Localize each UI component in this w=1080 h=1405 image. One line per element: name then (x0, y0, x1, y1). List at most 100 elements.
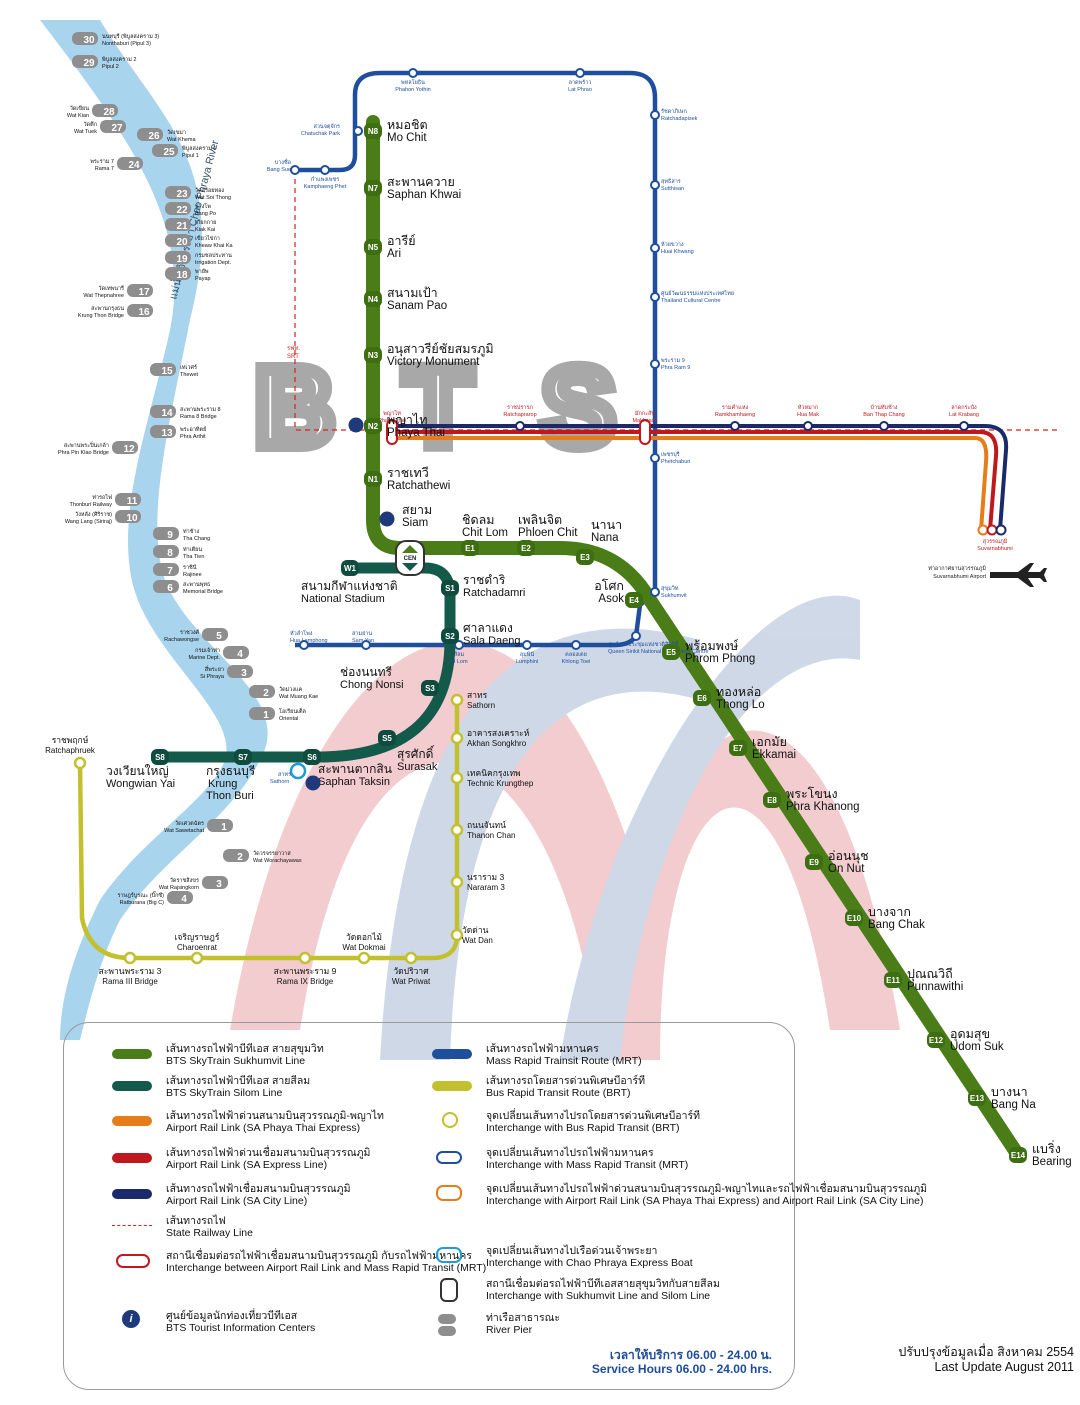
brt-station-4[interactable] (450, 875, 464, 889)
station-badge-n5[interactable] (364, 239, 382, 255)
brt-station-3[interactable] (450, 823, 464, 837)
station-badge-s6[interactable] (303, 749, 321, 765)
brt-station-5[interactable] (450, 928, 464, 942)
pier-badge-25[interactable] (202, 628, 228, 641)
pier-badge-7[interactable] (165, 186, 191, 199)
brt-station-6[interactable] (404, 951, 418, 965)
brt-station-0[interactable] (450, 693, 464, 707)
mrt-station-16[interactable] (361, 640, 371, 650)
mrt-station-0[interactable] (290, 165, 300, 175)
station-badge-e2[interactable] (517, 540, 535, 556)
brt-station-8[interactable] (298, 951, 312, 965)
mrt-station-11[interactable] (650, 587, 660, 597)
station-badge-e4[interactable] (625, 592, 643, 608)
mrt-station-7[interactable] (650, 243, 660, 253)
station-badge-n1[interactable] (364, 471, 382, 487)
pier-badge-18[interactable] (112, 441, 138, 454)
station-badge-s7[interactable] (234, 749, 252, 765)
mrt-station-5[interactable] (650, 110, 660, 120)
brt-station-7[interactable] (357, 951, 371, 965)
pier-badge-11[interactable] (165, 251, 191, 264)
station-badge-e6[interactable] (693, 690, 711, 706)
mrt-station-2[interactable] (353, 126, 363, 136)
pier-badge-10[interactable] (165, 234, 191, 247)
pier-badge-4[interactable] (137, 128, 163, 141)
pier-badge-29[interactable] (249, 707, 275, 720)
pier-badge-20[interactable] (115, 510, 141, 523)
mrt-station-9[interactable] (650, 359, 660, 369)
pier-badge-31[interactable] (223, 849, 249, 862)
brt-station-11[interactable] (73, 756, 87, 770)
station-badge-s3[interactable] (421, 680, 439, 696)
station-badge-e10[interactable] (845, 910, 863, 926)
pier-badge-30[interactable] (207, 819, 233, 832)
pier-badge-15[interactable] (150, 363, 176, 376)
arl-station-5[interactable] (879, 421, 889, 431)
station-badge-e1[interactable] (461, 540, 479, 556)
station-badge-e11[interactable] (884, 972, 902, 988)
pier-badge-28[interactable] (249, 685, 275, 698)
station-badge-n8[interactable] (364, 123, 382, 139)
station-badge-e12[interactable] (927, 1032, 945, 1048)
station-badge-e8[interactable] (763, 792, 781, 808)
pier-badge-27[interactable] (227, 665, 253, 678)
mrt-station-4[interactable] (575, 68, 585, 78)
mrt-station-15[interactable] (454, 640, 464, 650)
pier-badge-33[interactable] (167, 891, 193, 904)
brt-station-1[interactable] (450, 731, 464, 745)
brt-station-2[interactable] (450, 771, 464, 785)
station-badge-n3[interactable] (364, 347, 382, 363)
mrt-station-17[interactable] (299, 640, 309, 650)
pier-badge-9[interactable] (165, 218, 191, 231)
station-badge-s1[interactable] (441, 580, 459, 596)
arl-terminal-orange[interactable] (977, 524, 989, 536)
station-badge-n7[interactable] (364, 180, 382, 196)
pier-badge-23[interactable] (153, 563, 179, 576)
pier-badge-17[interactable] (150, 425, 176, 438)
brt-station-9[interactable] (190, 951, 204, 965)
pier-badge-3[interactable] (100, 120, 126, 133)
pier-badge-0[interactable] (72, 32, 98, 45)
station-badge-e13[interactable] (968, 1090, 986, 1106)
mrt-station-14[interactable] (522, 640, 532, 650)
brt-station-10[interactable] (123, 951, 137, 965)
station-badge-s8[interactable] (151, 749, 169, 765)
pier-badge-14[interactable] (127, 304, 153, 317)
pier-badge-12[interactable] (165, 267, 191, 280)
station-badge-w1[interactable] (341, 560, 359, 576)
arl-station-6[interactable] (959, 421, 969, 431)
station-badge-e14[interactable] (1009, 1147, 1027, 1163)
pier-badge-32[interactable] (202, 876, 228, 889)
station-badge-n4[interactable] (364, 291, 382, 307)
arl-terminal-navy[interactable] (995, 524, 1007, 536)
station-badge-e3[interactable] (576, 549, 594, 565)
station-badge-e5[interactable] (662, 644, 680, 660)
arl-terminal-red[interactable] (986, 524, 998, 536)
pier-badge-8[interactable] (165, 202, 191, 215)
station-badge-s5[interactable] (378, 730, 396, 746)
pier-badge-21[interactable] (153, 527, 179, 540)
pier-badge-5[interactable] (152, 144, 178, 157)
pier-badge-24[interactable] (153, 580, 179, 593)
arl-station-4[interactable] (803, 421, 813, 431)
mrt-station-8[interactable] (650, 292, 660, 302)
mrt-station-12[interactable] (631, 631, 641, 641)
station-badge-n2[interactable] (364, 418, 382, 434)
mrt-station-10[interactable] (650, 453, 660, 463)
pier-badge-13[interactable] (127, 284, 153, 297)
mrt-station-1[interactable] (320, 165, 330, 175)
pier-badge-19[interactable] (115, 493, 141, 506)
arl-station-3[interactable] (730, 421, 740, 431)
pier-badge-6[interactable] (117, 157, 143, 170)
pier-badge-26[interactable] (223, 646, 249, 659)
arl-interchange-0[interactable] (386, 419, 398, 445)
mrt-station-6[interactable] (650, 180, 660, 190)
pier-badge-22[interactable] (153, 545, 179, 558)
pier-badge-16[interactable] (150, 405, 176, 418)
station-badge-e9[interactable] (805, 854, 823, 870)
mrt-station-13[interactable] (571, 640, 581, 650)
station-badge-e7[interactable] (729, 740, 747, 756)
mrt-station-3[interactable] (408, 68, 418, 78)
pier-badge-1[interactable] (72, 55, 98, 68)
arl-station-1[interactable] (515, 421, 525, 431)
